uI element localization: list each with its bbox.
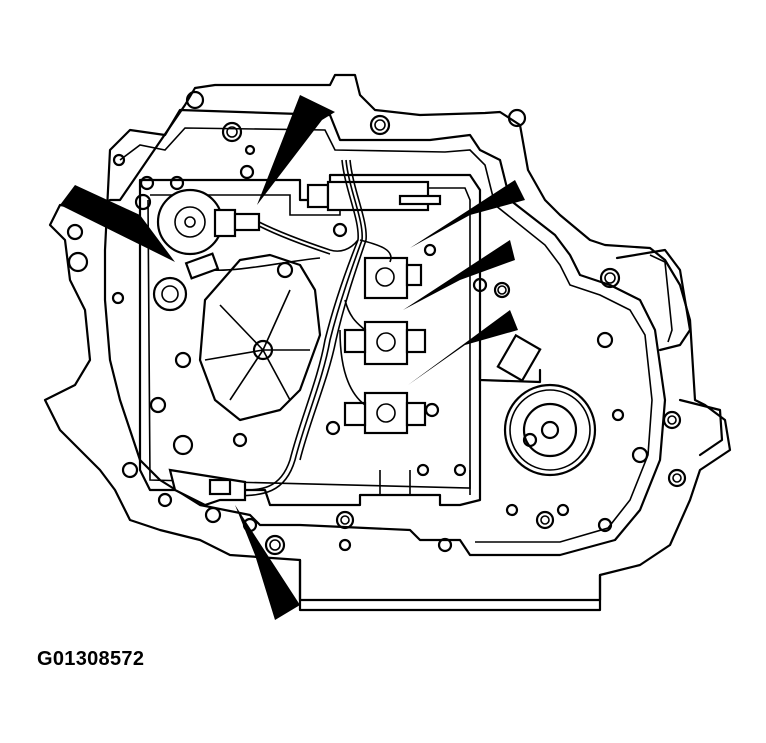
pressure-solenoid [156,188,261,256]
arrow-top-left-1 [257,95,335,205]
figure-id-label: G01308572 [37,648,145,670]
arrow-right-3 [408,310,518,385]
upper-horizontal-solenoid [306,180,442,212]
shift-solenoid-middle [343,320,427,366]
arrow-bottom [235,505,300,620]
transmission-diagram [43,73,732,620]
bolt-holes [66,90,687,556]
arrow-left [60,185,175,262]
harness-connector-case [168,468,247,507]
shift-solenoid-upper [363,256,423,300]
harness-connector-upper [184,252,220,280]
spider-plate [198,253,322,422]
wiring-harness [209,159,392,497]
arrow-right-1 [410,180,525,248]
output-seal [503,383,597,477]
shift-solenoid-lower [343,391,427,435]
case-outline [43,73,732,612]
arrow-right-2 [403,240,515,310]
valve-body-outline [103,108,667,557]
